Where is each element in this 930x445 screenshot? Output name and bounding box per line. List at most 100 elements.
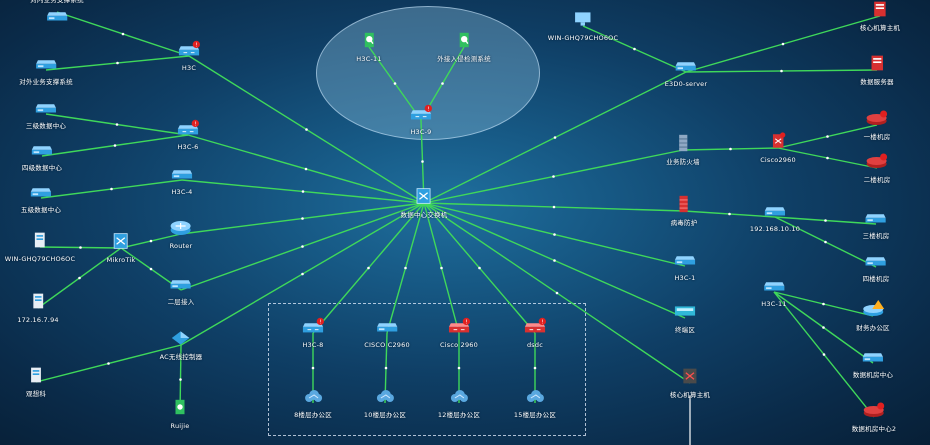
node-ip1[interactable]: 172.16.7.94: [17, 292, 59, 324]
switch-icon: [30, 182, 52, 204]
node-label: CISCO C2960: [364, 341, 410, 349]
switch-icon: [170, 274, 192, 296]
node-win_left[interactable]: WIN-GHQ79CHO6OC: [5, 231, 75, 263]
node-core_host[interactable]: 核心机算主机: [860, 0, 900, 32]
link-flow-dot: [555, 291, 559, 295]
node-f10[interactable]: 10楼层办公区: [364, 387, 406, 419]
switch-icon: [764, 201, 786, 223]
node-label: Router: [169, 242, 193, 250]
node-core[interactable]: 数据中心交换机: [401, 187, 448, 219]
node-sec[interactable]: 病毒防护: [671, 195, 698, 227]
node-label: 二层接入: [167, 298, 195, 306]
link-flow-dot: [179, 378, 182, 381]
switch-icon: [171, 164, 193, 186]
core-icon: [110, 232, 132, 254]
switch-icon: [46, 6, 68, 28]
node-l4[interactable]: 四楼机房: [863, 251, 890, 283]
link-flow-dot: [301, 272, 304, 276]
link-flow-dot: [553, 233, 556, 236]
link-flow-dot: [121, 32, 125, 36]
svg-text:!: !: [541, 320, 543, 326]
node-label: 外接入侵检测系统: [437, 55, 491, 63]
node-mikrotik[interactable]: MikroTik: [107, 232, 136, 264]
server-icon: [25, 366, 47, 388]
node-label: Cisco 2960: [440, 341, 478, 349]
node-f8[interactable]: 8楼层办公区: [294, 387, 332, 419]
node-dsc[interactable]: !dsdc: [524, 317, 546, 349]
node-label: 五级数据中心: [20, 206, 62, 214]
link-flow-dot: [822, 353, 826, 356]
node-l1[interactable]: 一楼机房: [864, 109, 891, 141]
node-h3c11r[interactable]: H3C-11: [761, 276, 786, 308]
cloud-icon: [524, 387, 546, 409]
node-term[interactable]: 终端区: [674, 302, 696, 334]
switch-icon: [31, 140, 53, 162]
node-win_top[interactable]: WIN-GHQ79CHO6OC: [548, 10, 618, 42]
node-dca[interactable]: 数据机房中心: [853, 347, 893, 379]
cloud-icon: [302, 387, 324, 409]
node-dc5[interactable]: 五级数据中心: [21, 182, 61, 214]
node-ext2[interactable]: 对外业务支撑系统: [19, 54, 73, 86]
node-ruijie[interactable]: Ruijie: [169, 398, 191, 430]
link-flow-dot: [149, 267, 153, 271]
link-flow-dot: [826, 135, 829, 138]
node-cisco2960a[interactable]: CISCO C2960: [364, 317, 410, 349]
node-h3c1[interactable]: H3C-1: [674, 250, 696, 282]
node-ext1[interactable]: 对内业务支撑系统: [30, 0, 84, 28]
node-label: 10楼层办公区: [363, 411, 407, 419]
link-flow-dot: [826, 156, 829, 160]
node-l2f[interactable]: 二楼机房: [864, 152, 891, 184]
node-h3c4[interactable]: H3C-4: [171, 164, 193, 196]
svg-text:!: !: [465, 320, 467, 326]
node-dc3[interactable]: 三级数据中心: [26, 98, 66, 130]
node-f12[interactable]: 12楼层办公区: [438, 387, 480, 419]
node-label: 财务办公区: [856, 324, 890, 332]
node-label: 数据机房中心: [852, 371, 894, 379]
node-label: 三级数据中心: [25, 122, 67, 130]
node-h3c8[interactable]: !H3C-8: [302, 317, 324, 349]
link-flow-dot: [633, 47, 636, 51]
node-ids[interactable]: 外接入侵检测系统: [437, 31, 491, 63]
link-flow-dot: [404, 266, 407, 270]
node-fw[interactable]: 业务防火墙: [666, 134, 700, 166]
link-flow-dot: [553, 136, 557, 139]
node-h3c9[interactable]: !H3C-9: [410, 104, 432, 136]
link-flow-dot: [301, 245, 304, 248]
link-flow-dot: [113, 144, 117, 147]
node-db[interactable]: 数据服务器: [860, 54, 894, 86]
node-fin[interactable]: 财务办公区: [856, 300, 890, 332]
node-ups[interactable]: 观想科: [25, 366, 47, 398]
node-ac[interactable]: AC无线控制器: [160, 329, 203, 361]
node-e3[interactable]: E3D0-server: [665, 56, 708, 88]
firewall-red-icon: [673, 195, 695, 217]
node-f15[interactable]: 15楼层办公区: [514, 387, 556, 419]
switch-icon: [674, 250, 696, 272]
node-label: 数据中心交换机: [400, 211, 448, 219]
node-label: 172.16.7.94: [17, 316, 59, 324]
node-core_host2[interactable]: 核心机算主机: [670, 367, 710, 399]
link-flow-dot: [552, 175, 555, 178]
node-dcb[interactable]: 数据机房中心2: [852, 401, 897, 433]
node-h3c6[interactable]: !H3C-6: [177, 119, 199, 151]
link-flow-dot: [393, 82, 397, 85]
node-router[interactable]: Router: [170, 218, 193, 250]
pc-icon: [572, 10, 594, 32]
node-label: 对内业务支撑系统: [30, 0, 84, 4]
node-ip2[interactable]: 192.168.10.10: [750, 201, 800, 233]
node-label: H3C-4: [171, 188, 193, 196]
switch-icon: [865, 208, 887, 230]
office-floors-group[interactable]: [268, 303, 586, 436]
node-label: Cisco2960: [760, 156, 796, 164]
node-h3c_top[interactable]: !H3C: [178, 40, 200, 72]
node-cisco2960r[interactable]: Cisco2960: [760, 132, 796, 164]
node-l3[interactable]: 三楼机房: [863, 208, 890, 240]
link-flow-dot: [304, 167, 308, 171]
node-dc4[interactable]: 四级数据中心: [22, 140, 62, 172]
svg-text:!: !: [427, 107, 429, 113]
node-cisco2960b[interactable]: ! Cisco 2960: [440, 317, 478, 349]
node-label: 核心机算主机: [669, 391, 711, 399]
node-l2[interactable]: 二层接入: [168, 274, 195, 306]
node-label: H3C-6: [177, 143, 199, 151]
node-h3c11[interactable]: H3C-11: [356, 31, 381, 63]
